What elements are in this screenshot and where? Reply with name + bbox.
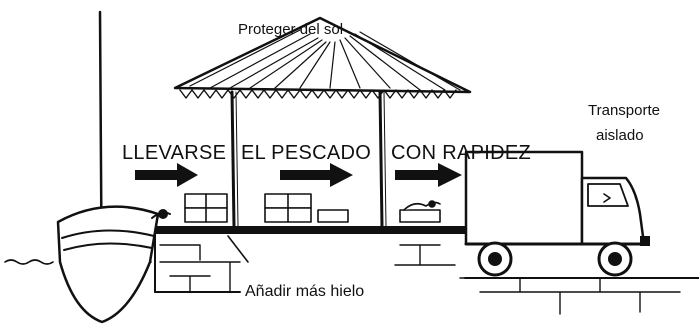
boat-icon	[56, 10, 171, 324]
fish-box-icon	[184, 193, 441, 223]
slogan-part2: EL PESCADO	[241, 142, 372, 164]
arrow-right-icon	[135, 163, 462, 187]
shade-label: Proteger del sol	[238, 21, 344, 38]
thatched-shelter-icon	[173, 16, 472, 228]
stone-dock-icon	[154, 226, 699, 315]
ice-leader-line	[227, 235, 249, 263]
truck-icon	[464, 150, 650, 277]
transport-label-line1: Transporte	[588, 102, 660, 119]
slogan-part3: CON RAPIDEZ	[391, 142, 531, 164]
transport-label-line2: aislado	[596, 127, 644, 144]
ice-label: Añadir más hielo	[245, 283, 365, 300]
slogan-part1: LLEVARSE	[122, 142, 227, 164]
